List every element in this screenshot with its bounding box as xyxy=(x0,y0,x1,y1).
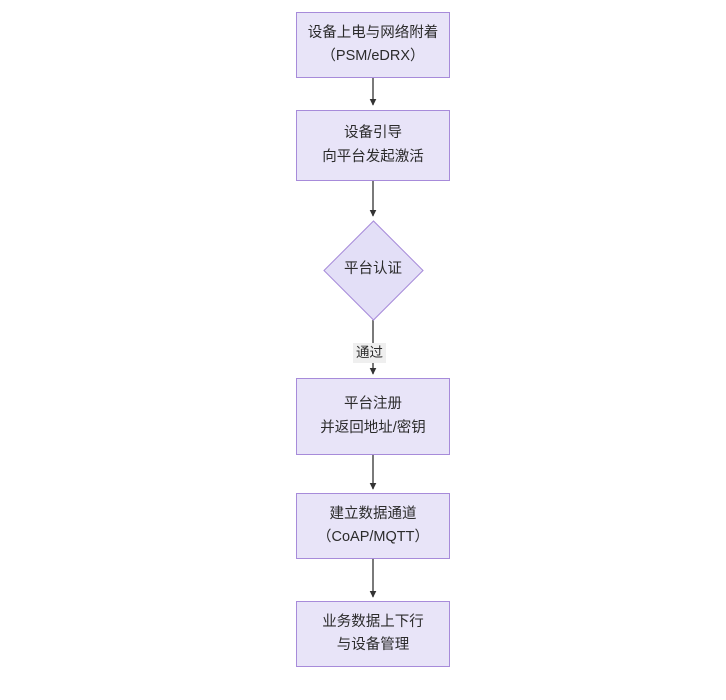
node-power-on[interactable]: 设备上电与网络附着 （PSM/eDRX） xyxy=(296,12,450,78)
node-bootstrap-line-2: 向平台发起激活 xyxy=(322,148,424,165)
node-bootstrap[interactable]: 设备引导 向平台发起激活 xyxy=(296,110,450,181)
node-channel-line-1: 建立数据通道 xyxy=(329,505,417,522)
node-auth-label: 平台认证 xyxy=(344,261,402,278)
node-data-exchange-line-2: 与设备管理 xyxy=(336,637,410,653)
node-power-on-line-1: 设备上电与网络附着 xyxy=(307,24,439,41)
node-channel[interactable]: 建立数据通道 （CoAP/MQTT） xyxy=(296,493,450,559)
edge-label-auth-pass: 通过 xyxy=(353,343,386,363)
node-data-exchange-line-1: 业务数据上下行 xyxy=(322,613,424,630)
node-register-line-2: 并返回地址/密钥 xyxy=(320,419,426,436)
node-register[interactable]: 平台注册 并返回地址/密钥 xyxy=(296,378,450,455)
node-bootstrap-line-1: 设备引导 xyxy=(344,125,402,142)
node-channel-line-2: （CoAP/MQTT） xyxy=(317,529,429,545)
node-power-on-line-2: （PSM/eDRX） xyxy=(321,48,425,64)
node-register-line-1: 平台注册 xyxy=(344,396,402,413)
node-data-exchange[interactable]: 业务数据上下行 与设备管理 xyxy=(296,601,450,667)
node-auth-decision[interactable]: 平台认证 xyxy=(322,219,424,321)
